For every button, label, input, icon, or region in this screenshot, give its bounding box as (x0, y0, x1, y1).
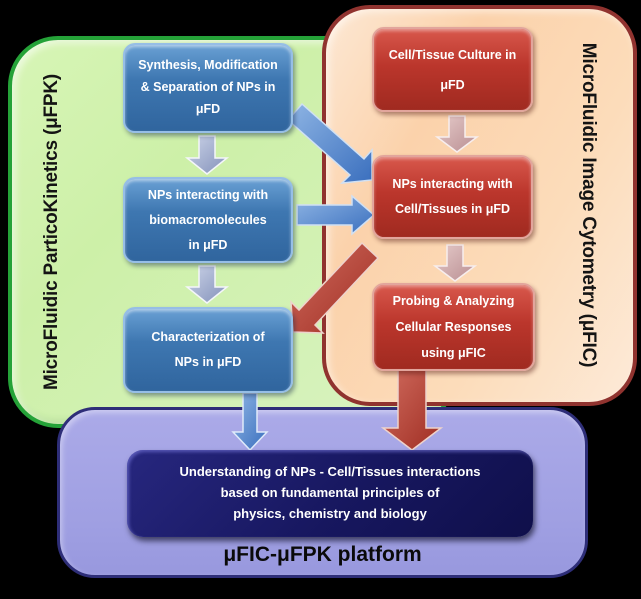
step-box-nps-cell-tissues: NPs interacting with Cell/Tissues in μFD (372, 155, 533, 239)
step-box-synthesis: Synthesis, Modification & Separation of … (123, 43, 293, 133)
step-line: biomacromolecules (149, 212, 267, 227)
step-line: Cell/Tissues in μFD (394, 202, 511, 216)
step-line: NPs interacting with (147, 187, 269, 202)
step-line: Probing & Analyzing (392, 293, 515, 308)
step-box-probing-analyzing: Probing & Analyzing Cellular Responses u… (372, 283, 535, 371)
platform-caption: μFIC-μFPK platform (223, 543, 422, 566)
step-line: μFD (195, 101, 221, 116)
step-box-biomacromolecules: NPs interacting with biomacromolecules i… (123, 177, 293, 263)
arrow-npcell-to-probing (432, 244, 478, 282)
step-line: Cellular Responses (395, 319, 512, 334)
step-box-cell-tissue-culture: Cell/Tissue Culture in μFD (372, 27, 533, 112)
step-box-characterization: Characterization of NPs in μFD (123, 307, 293, 393)
step-line: NPs interacting with (392, 177, 513, 191)
arrow-probing-to-outcome (380, 369, 444, 451)
arrow-characterization-to-outcome (231, 392, 269, 452)
outcome-line: based on fundamental principles of (220, 485, 440, 501)
outcome-line: Understanding of NPs - Cell/Tissues inte… (179, 464, 481, 480)
arrow-npcell-to-characterization (290, 241, 380, 334)
step-line: Characterization of (151, 330, 265, 344)
outcome-box: Understanding of NPs - Cell/Tissues inte… (127, 450, 533, 537)
arrow-culture-to-npcell (434, 115, 480, 153)
arrow-synthesis-to-biomacro (184, 135, 230, 175)
step-line: using μFIC (421, 346, 486, 361)
step-line: μFD (440, 77, 465, 92)
arrow-synthesis-to-npcell (286, 102, 373, 184)
outcome-line: physics, chemistry and biology (233, 505, 427, 521)
step-line: Cell/Tissue Culture in (388, 47, 517, 62)
step-line: NPs in μFD (174, 355, 242, 369)
step-line: & Separation of NPs in (140, 80, 276, 95)
arrow-biomacro-to-npcell (296, 194, 376, 236)
step-line: in μFD (188, 237, 228, 252)
step-line: Synthesis, Modification (138, 58, 278, 73)
arrow-biomacro-to-characterization (184, 265, 230, 304)
